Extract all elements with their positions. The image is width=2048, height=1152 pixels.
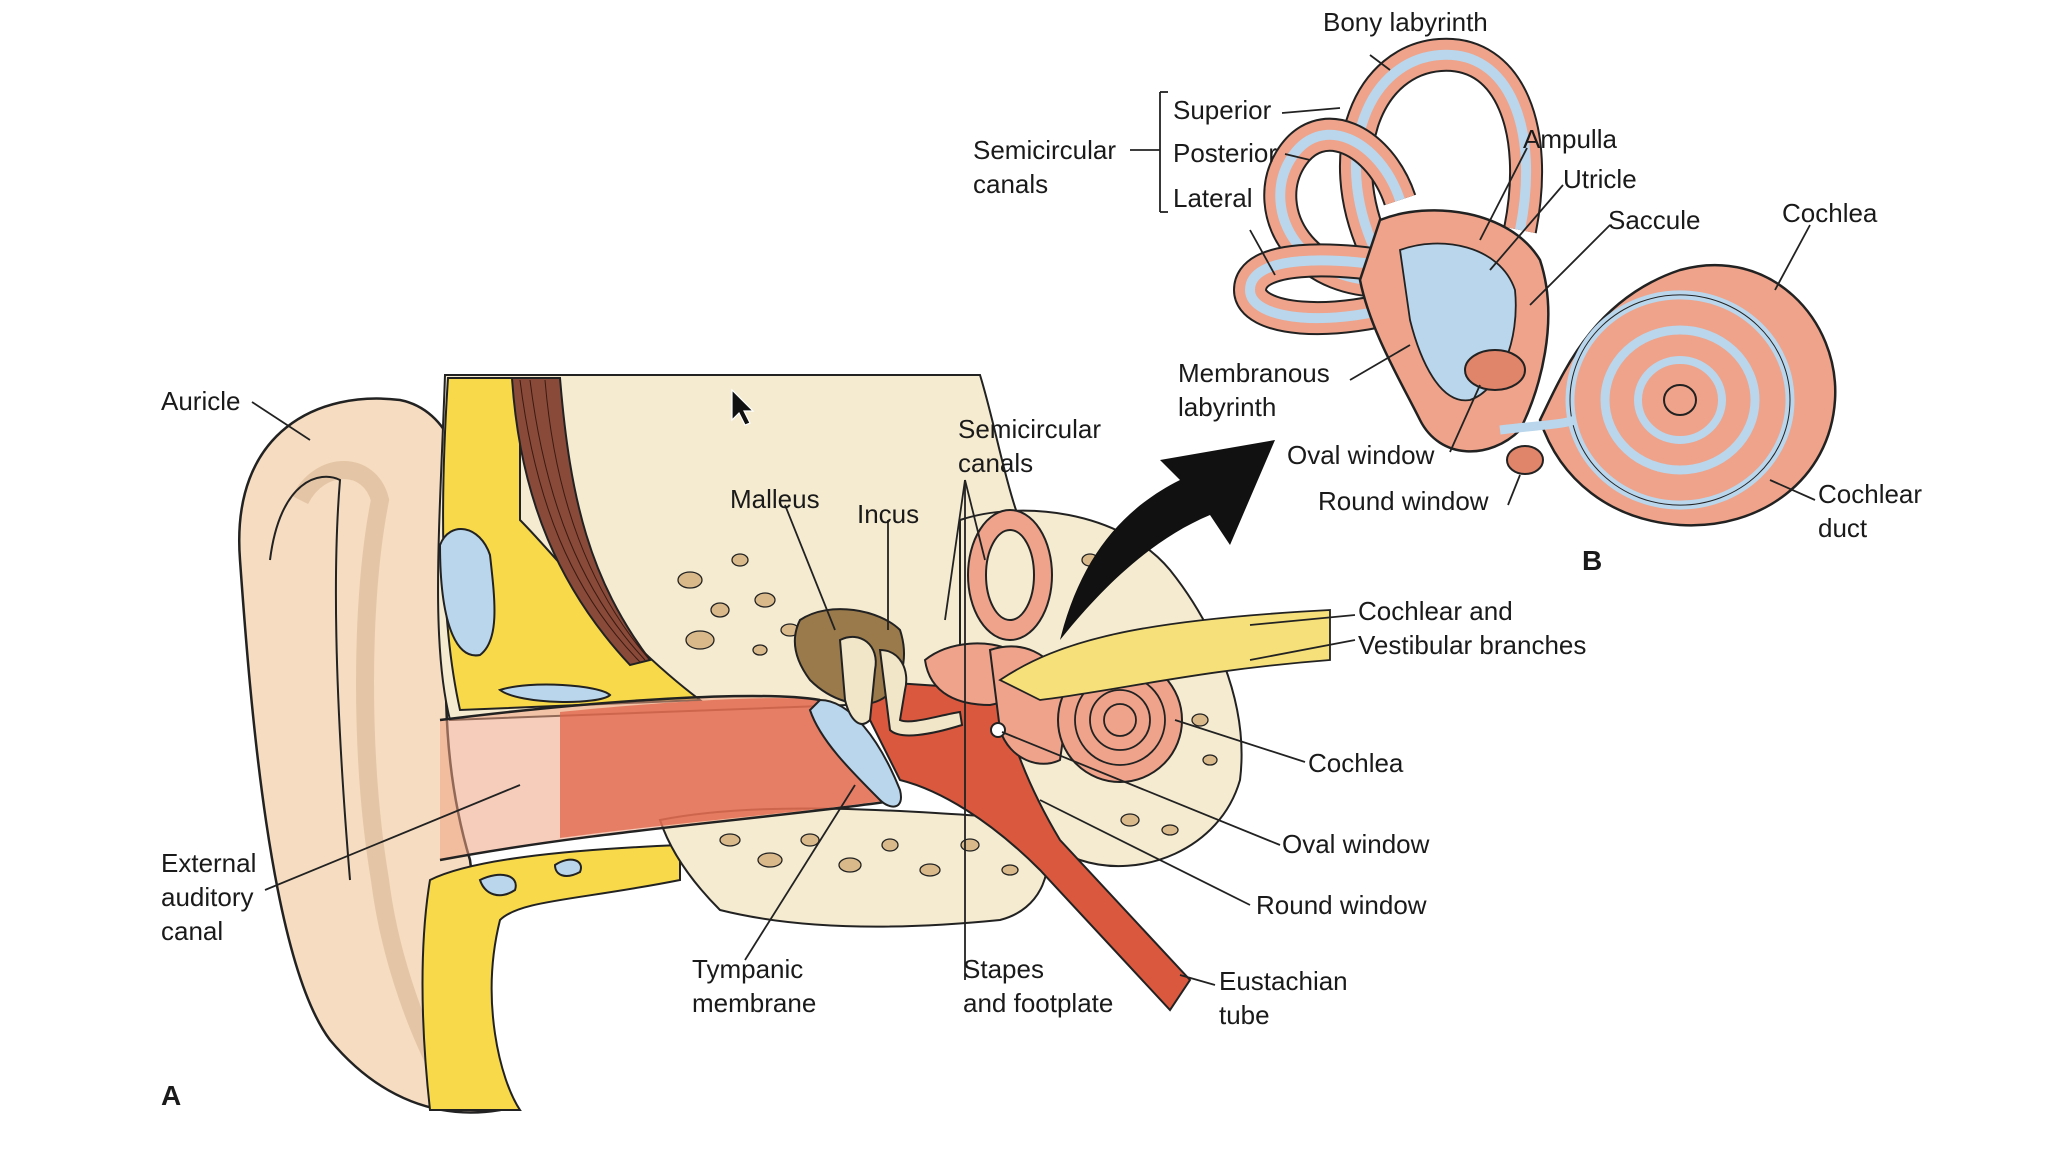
label-stapes-footplate: Stapes and footplate: [963, 954, 1114, 1018]
external-auditory-canal: [439, 694, 901, 862]
label-round-window-b: Round window: [1318, 486, 1489, 516]
label-cochlear-vestibular-branches: Cochlear and Vestibular branches: [1358, 596, 1587, 660]
temporal-tissue-lower: [421, 843, 681, 1111]
zoom-arrow-icon: [1060, 440, 1275, 640]
label-auricle: Auricle: [161, 386, 241, 416]
label-malleus: Malleus: [730, 484, 820, 514]
label-eustachian-tube: Eustachian tube: [1219, 966, 1348, 1030]
label-posterior: Posterior: [1173, 138, 1278, 168]
panel-a-letter: A: [161, 1080, 182, 1111]
label-external-auditory-canal: External auditory canal: [161, 848, 257, 946]
panel-b-letter: B: [1582, 545, 1603, 576]
label-cochlea-b: Cochlea: [1782, 198, 1878, 228]
label-superior: Superior: [1173, 95, 1272, 125]
label-ampulla: Ampulla: [1523, 124, 1617, 154]
label-round-window-a: Round window: [1256, 890, 1427, 920]
label-cochlear-duct: Cochlear duct: [1818, 479, 1923, 543]
label-cochlea-a: Cochlea: [1308, 748, 1404, 778]
label-semicircular-canals-b: Semicircular canals: [973, 135, 1117, 199]
panel-b-labyrinth: [1232, 37, 1837, 527]
label-membranous-labyrinth: Membranous labyrinth: [1178, 358, 1330, 422]
label-tympanic-membrane: Tympanic membrane: [692, 954, 817, 1018]
label-semicircular-canals-a: Semicircular canals: [958, 414, 1102, 478]
cochlear-vestibular-nerve: [998, 609, 1331, 701]
label-incus: Incus: [857, 499, 920, 529]
label-oval-window-b: Oval window: [1287, 440, 1435, 470]
label-bony-labyrinth: Bony labyrinth: [1323, 7, 1488, 37]
arrow-cursor-icon: [731, 388, 755, 426]
ossicles: [793, 608, 964, 737]
leader-lines: [251, 54, 1816, 986]
label-saccule: Saccule: [1608, 205, 1701, 235]
label-utricle: Utricle: [1563, 164, 1637, 194]
label-lateral: Lateral: [1173, 183, 1253, 213]
label-oval-window-a: Oval window: [1282, 829, 1430, 859]
